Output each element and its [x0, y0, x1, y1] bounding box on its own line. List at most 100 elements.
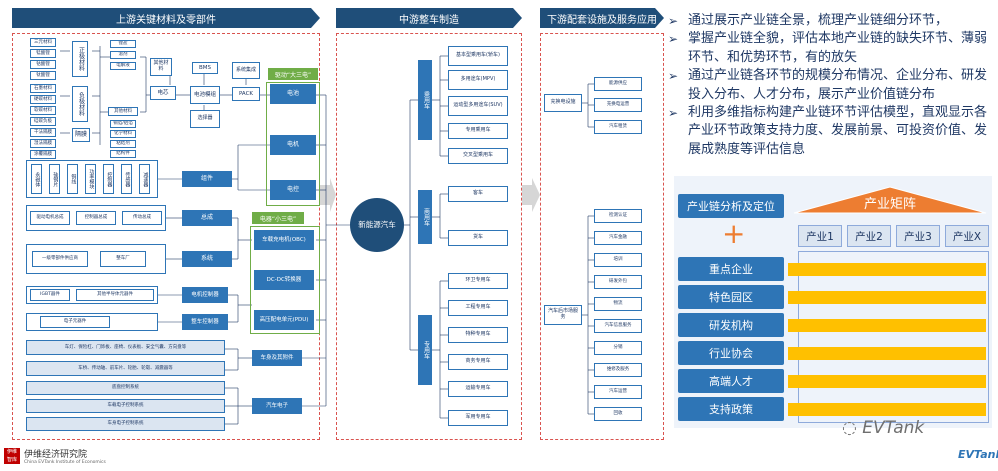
assembly-box: 传动总成 [122, 211, 162, 225]
bullet-item: 利用多维指标构建产业链环节评估模型，直观显示各产业环节政策支持力度、发展前景、可… [668, 104, 990, 159]
semi-box: 其他半导体元器件 [76, 289, 154, 301]
elec-row: 底盘控制系统 [26, 381, 225, 395]
matrix-column: 产业1 [798, 225, 842, 247]
watermark-label: EVTank [862, 418, 925, 438]
category-special: 专用车 [418, 315, 432, 385]
plus-icon: + [722, 217, 746, 250]
commercial-item: 货车 [448, 230, 508, 246]
aftermarket-item: 物流 [594, 297, 642, 311]
material-box: 湿法隔膜 [30, 139, 56, 148]
elec-row: 车载电子控制系统 [26, 399, 225, 413]
separator-label: 隔膜 [72, 128, 90, 142]
aftermarket-item: 分销 [594, 341, 642, 355]
nev-center-node: 新能源汽车 [350, 198, 404, 252]
matrix-bar [788, 319, 986, 332]
material-box: 结构件 [110, 150, 136, 158]
part-box: 硅钢片 [49, 164, 60, 194]
watermark: ◌ EVTank [842, 418, 924, 438]
system-frame [26, 244, 166, 274]
matrix-bar [788, 291, 986, 304]
material-box: 钛酸锂 [30, 71, 56, 80]
material-box: 干法隔膜 [30, 128, 56, 137]
material-box: 钴酸锂 [30, 60, 56, 69]
category-passenger: 乘用车 [418, 60, 432, 140]
igbt-frame [26, 286, 158, 304]
aftermarket-item: 研发外包 [594, 275, 642, 289]
motor-parts-frame [26, 160, 158, 198]
midstream-banner: 中游整车制造 [336, 8, 522, 28]
small3-frame [250, 226, 320, 334]
motor-box: 电机 [270, 135, 316, 155]
matrix-row: 行业协会 [678, 341, 784, 365]
pack-box: PACK [232, 87, 260, 101]
other-materials-label: 其他材料 [108, 107, 138, 116]
passenger-item: 多用途车(MPV) [448, 70, 508, 90]
part-box: 功率模块 [85, 164, 96, 194]
matrix-left-title: 产业链分析及定位 [678, 194, 784, 218]
system-out-box: 系统 [182, 251, 232, 267]
aftermarket-item: 汽车信息服务 [594, 319, 642, 333]
big3-label: 驱动“大三电” [268, 68, 318, 80]
system-integration-box: 系统集成 [232, 62, 260, 79]
matrix-row: 特色园区 [678, 285, 784, 309]
matrix-row: 重点企业 [678, 257, 784, 281]
matrix-row: 高端人才 [678, 369, 784, 393]
body-parts-row: 车灯、保险杠、门饰板、座椅、仪表板、安全气囊、方向盘等 [26, 340, 225, 355]
body-parts-row: 车桥、传动轴、前车片、轮胎、轮毂、减震器等 [26, 361, 225, 376]
special-item: 环卫专用车 [448, 273, 508, 289]
matrix-right-title: 产业矩阵 [863, 197, 916, 212]
bullet-item: 通过展示产业链全景，梳理产业链细分环节， [668, 12, 990, 31]
matrix-column: 产业3 [896, 225, 940, 247]
matrix-bar [788, 375, 986, 388]
cathode-label: 正极材料 [72, 41, 88, 77]
battery-box: 电池 [270, 84, 316, 104]
material-box: 粘结剂 [110, 140, 136, 148]
bullet-list: 通过展示产业链全景，梳理产业链细分环节， 掌握产业链全貌，评估本地产业链的缺失环… [668, 12, 990, 159]
matrix-bar [788, 347, 986, 360]
aftermarket-item: 汽车金融 [594, 231, 642, 245]
upstream-banner: 上游关键材料及零部件 [12, 8, 320, 28]
aftermarket-item: 汽车运营 [594, 385, 642, 399]
midstream-panel [336, 33, 522, 440]
selector-box: 选择器 [190, 110, 220, 128]
institute-name-en: China EVTank Institute of Economics [24, 460, 106, 465]
upstream-banner-label: 上游关键材料及零部件 [116, 14, 216, 26]
material-box: 锂盐 [110, 40, 136, 48]
matrix-column: 产业2 [847, 225, 891, 247]
assemblies-frame [26, 205, 166, 231]
elec-row: 车身电子控制系统 [26, 417, 225, 431]
passenger-item: 专用乘用车 [448, 123, 508, 139]
charging-item: 充换电运营 [594, 98, 642, 112]
igbt-box: IGBT器件 [30, 289, 70, 301]
passenger-item: 运动型多用途车(SUV) [448, 96, 508, 116]
charging-item: 能源供应 [594, 77, 642, 91]
dcdc-box: DC-DC转换器 [254, 270, 314, 290]
assembly-out-box: 总成 [182, 210, 232, 226]
bms-box: BMS [192, 62, 218, 74]
passenger-item: 基本型乘用车(轿车) [448, 46, 508, 66]
wechat-icon: ◌ [842, 418, 857, 438]
aftermarket-box: 汽车后市场服务 [544, 305, 582, 325]
module-box: 电池模组 [190, 86, 220, 104]
matrix-roof [793, 186, 987, 214]
aftermarket-item: 维修及服务 [594, 363, 642, 377]
material-box: 石墨材料 [30, 84, 56, 93]
category-commercial: 商用车 [418, 190, 432, 244]
special-item: 特种专用车 [448, 327, 508, 343]
material-box: 溶剂 [110, 51, 136, 59]
aftermarket-item: 回收 [594, 407, 642, 421]
big3-frame [266, 82, 320, 206]
special-item: 运输专用车 [448, 381, 508, 397]
electronic-parts-box: 电子元器件 [40, 316, 110, 328]
material-box: 硅碳负极 [30, 117, 56, 126]
downstream-banner-label: 下游配套设施及服务应用 [547, 14, 657, 26]
assembly-box: 驱动电机总成 [30, 211, 70, 225]
obc-box: 车载充电机(OBC) [254, 230, 314, 250]
passenger-item: 交叉型乘用车 [448, 148, 508, 164]
matrix-grid [798, 251, 989, 423]
small3-label: 电器“小三电” [252, 212, 304, 224]
anode-label: 负极材料 [72, 86, 88, 122]
material-box: 硬碳材料 [30, 95, 56, 104]
special-item: 军用专用车 [448, 410, 508, 426]
material-box: 涂覆隔膜 [30, 150, 56, 159]
